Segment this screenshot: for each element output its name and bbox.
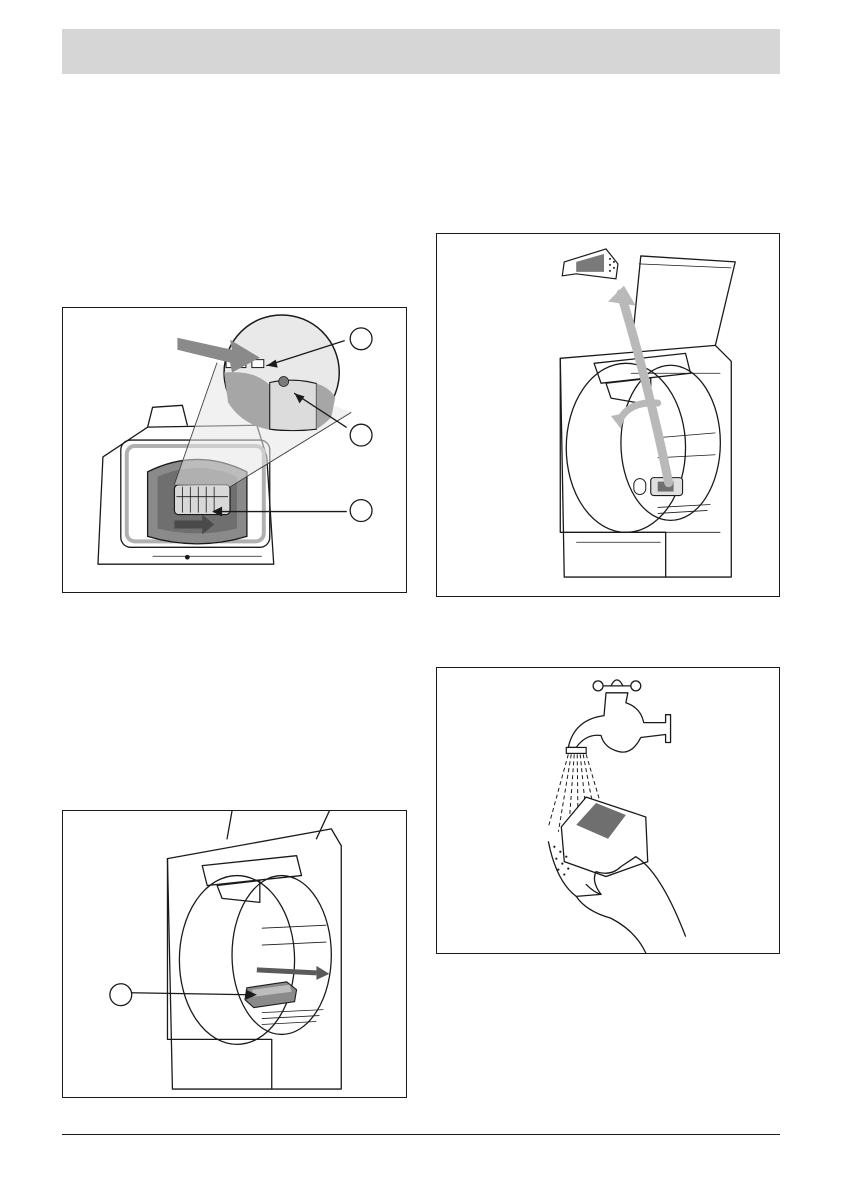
figure-rinse-tap <box>436 667 780 954</box>
callout-1 <box>110 984 132 1006</box>
figure-dispenser-remove <box>436 233 780 597</box>
figure-drum-slide <box>62 810 407 1098</box>
callout-1 <box>350 328 372 350</box>
header-bar <box>62 29 780 74</box>
drum-slide-illustration <box>63 811 406 1097</box>
callout-3 <box>350 500 372 522</box>
figure-filter-zoom <box>62 307 407 593</box>
dispenser-remove-illustration <box>437 234 779 596</box>
rinse-tap-illustration <box>437 668 779 953</box>
callout-2 <box>350 424 372 446</box>
filter-zoom-illustration <box>63 308 406 592</box>
footer-rule <box>62 1134 780 1135</box>
